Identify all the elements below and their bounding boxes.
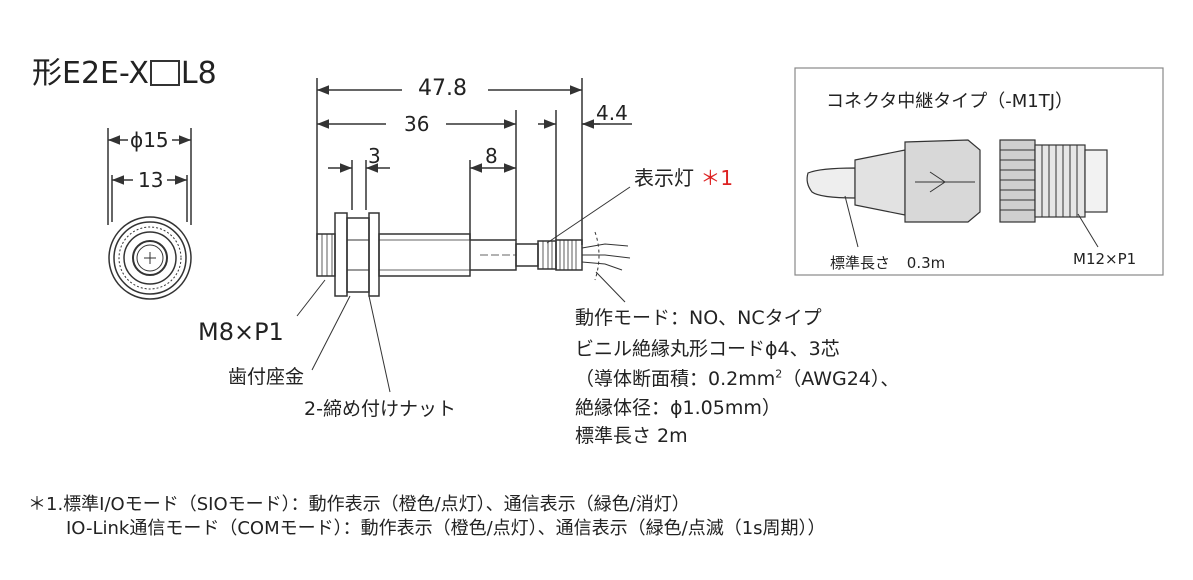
- cable-spec-line2: ビニル絶縁丸形コードϕ4、3芯: [575, 338, 840, 360]
- indicator-footnote-mark: ＊1: [700, 166, 734, 190]
- dim-inner-width: 13: [138, 168, 164, 192]
- footnote-line2: IO-Link通信モード（COMモード）：動作表示（橙色/点灯）、通信表示（緑色…: [66, 518, 826, 539]
- dim-outer-diameter: ϕ15: [130, 128, 169, 152]
- dim-body-length: 36: [404, 112, 430, 136]
- dim-tip-length: 8: [485, 144, 498, 168]
- nut-label: 2-締め付けナット: [304, 398, 456, 420]
- front-view: [107, 128, 192, 300]
- cable-spec-line1: 動作モード：NO、NCタイプ: [575, 307, 822, 329]
- footnote-line1: ＊1.標準I/Oモード（SIOモード）：動作表示（橙色/点灯）、通信表示（緑色/…: [28, 494, 690, 515]
- cable-spec-line3: （導体断面積：0.2mm2（AWG24）、: [575, 364, 899, 391]
- model-placeholder-box: [149, 60, 180, 86]
- indicator-text: 表示灯: [634, 166, 694, 190]
- title-prefix: 形E2E-X: [32, 56, 149, 91]
- cable-spec-line4: 絶縁体径：ϕ1.05mm）: [575, 397, 781, 419]
- inset-length-value: 0.3m: [906, 254, 946, 272]
- inset-thread-label: M12×P1: [1073, 250, 1137, 268]
- cable-spec-line3-sup: 2: [775, 367, 783, 381]
- inset-length-label: 標準長さ 0.3m: [830, 252, 945, 273]
- title-suffix: L8: [180, 56, 217, 91]
- cable-spec-line5: 標準長さ 2m: [575, 425, 688, 447]
- washer-label: 歯付座金: [228, 366, 305, 388]
- page-title: 形E2E-X L8: [32, 48, 217, 92]
- inset-connector-drawing: [794, 67, 1164, 276]
- indicator-label: 表示灯 ＊1: [634, 162, 733, 191]
- thread-label: M8×P1: [198, 318, 284, 346]
- inset-title: コネクタ中継タイプ（-M1TJ）: [826, 91, 1074, 112]
- dim-nut-width: 3: [368, 144, 381, 168]
- cable-spec-line3-main: （導体断面積：0.2mm: [575, 368, 776, 390]
- dim-total-length: 47.8: [418, 76, 467, 101]
- side-view: [296, 78, 632, 393]
- cable-spec-line3-tail: （AWG24）、: [782, 368, 900, 390]
- inset-length-text: 標準長さ: [830, 254, 891, 272]
- dim-cable-end: 4.4: [596, 101, 628, 125]
